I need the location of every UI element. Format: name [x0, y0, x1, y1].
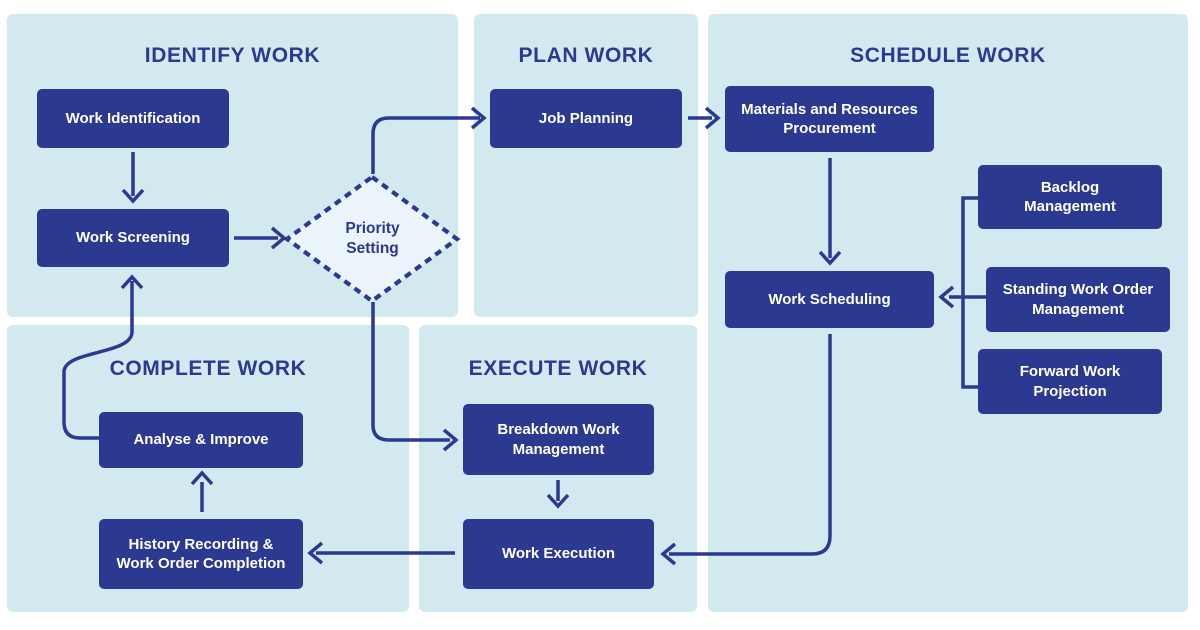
section-title-schedule-work: SCHEDULE WORK [850, 44, 1046, 67]
panel-plan-work [474, 14, 698, 317]
node-work-execution-label: Work Execution [501, 545, 616, 563]
node-forward-work-projection: Forward Work Projection [978, 349, 1162, 414]
node-work-screening: Work Screening [37, 209, 229, 267]
node-history-recording: History Recording & Work Order Completio… [99, 519, 303, 589]
node-backlog-management-label: Backlog Management [1024, 178, 1116, 216]
section-title-execute-work: EXECUTE WORK [468, 357, 648, 380]
node-history-recording-label: History Recording & Work Order Completio… [116, 535, 286, 573]
section-title-plan-work: PLAN WORK [518, 44, 654, 67]
node-backlog-management: Backlog Management [978, 165, 1162, 229]
node-work-scheduling: Work Scheduling [725, 271, 934, 328]
node-job-planning: Job Planning [490, 89, 682, 148]
node-standing-work-order: Standing Work Order Management [986, 267, 1170, 332]
section-title-identify-work: IDENTIFY WORK [144, 44, 321, 67]
decision-priority-setting-label: Priority Setting [345, 220, 400, 258]
node-standing-work-order-label: Standing Work Order Management [1002, 281, 1154, 318]
node-materials-procurement: Materials and Resources Procurement [725, 86, 934, 152]
node-work-scheduling-label: Work Scheduling [768, 290, 891, 308]
node-work-identification-label: Work Identification [65, 109, 201, 127]
node-work-identification: Work Identification [37, 89, 229, 148]
node-breakdown-work-management: Breakdown Work Management [463, 404, 654, 475]
node-breakdown-work-management-label: Breakdown Work Management [497, 421, 620, 458]
node-analyse-improve-label: Analyse & Improve [133, 431, 269, 449]
node-materials-procurement-label: Materials and Resources Procurement [741, 100, 918, 138]
node-analyse-improve: Analyse & Improve [99, 412, 303, 468]
node-work-screening-label: Work Screening [76, 229, 190, 247]
node-work-execution: Work Execution [463, 519, 654, 589]
node-job-planning-label: Job Planning [538, 109, 634, 127]
node-forward-work-projection-label: Forward Work Projection [1019, 363, 1121, 400]
section-title-complete-work: COMPLETE WORK [109, 357, 307, 380]
